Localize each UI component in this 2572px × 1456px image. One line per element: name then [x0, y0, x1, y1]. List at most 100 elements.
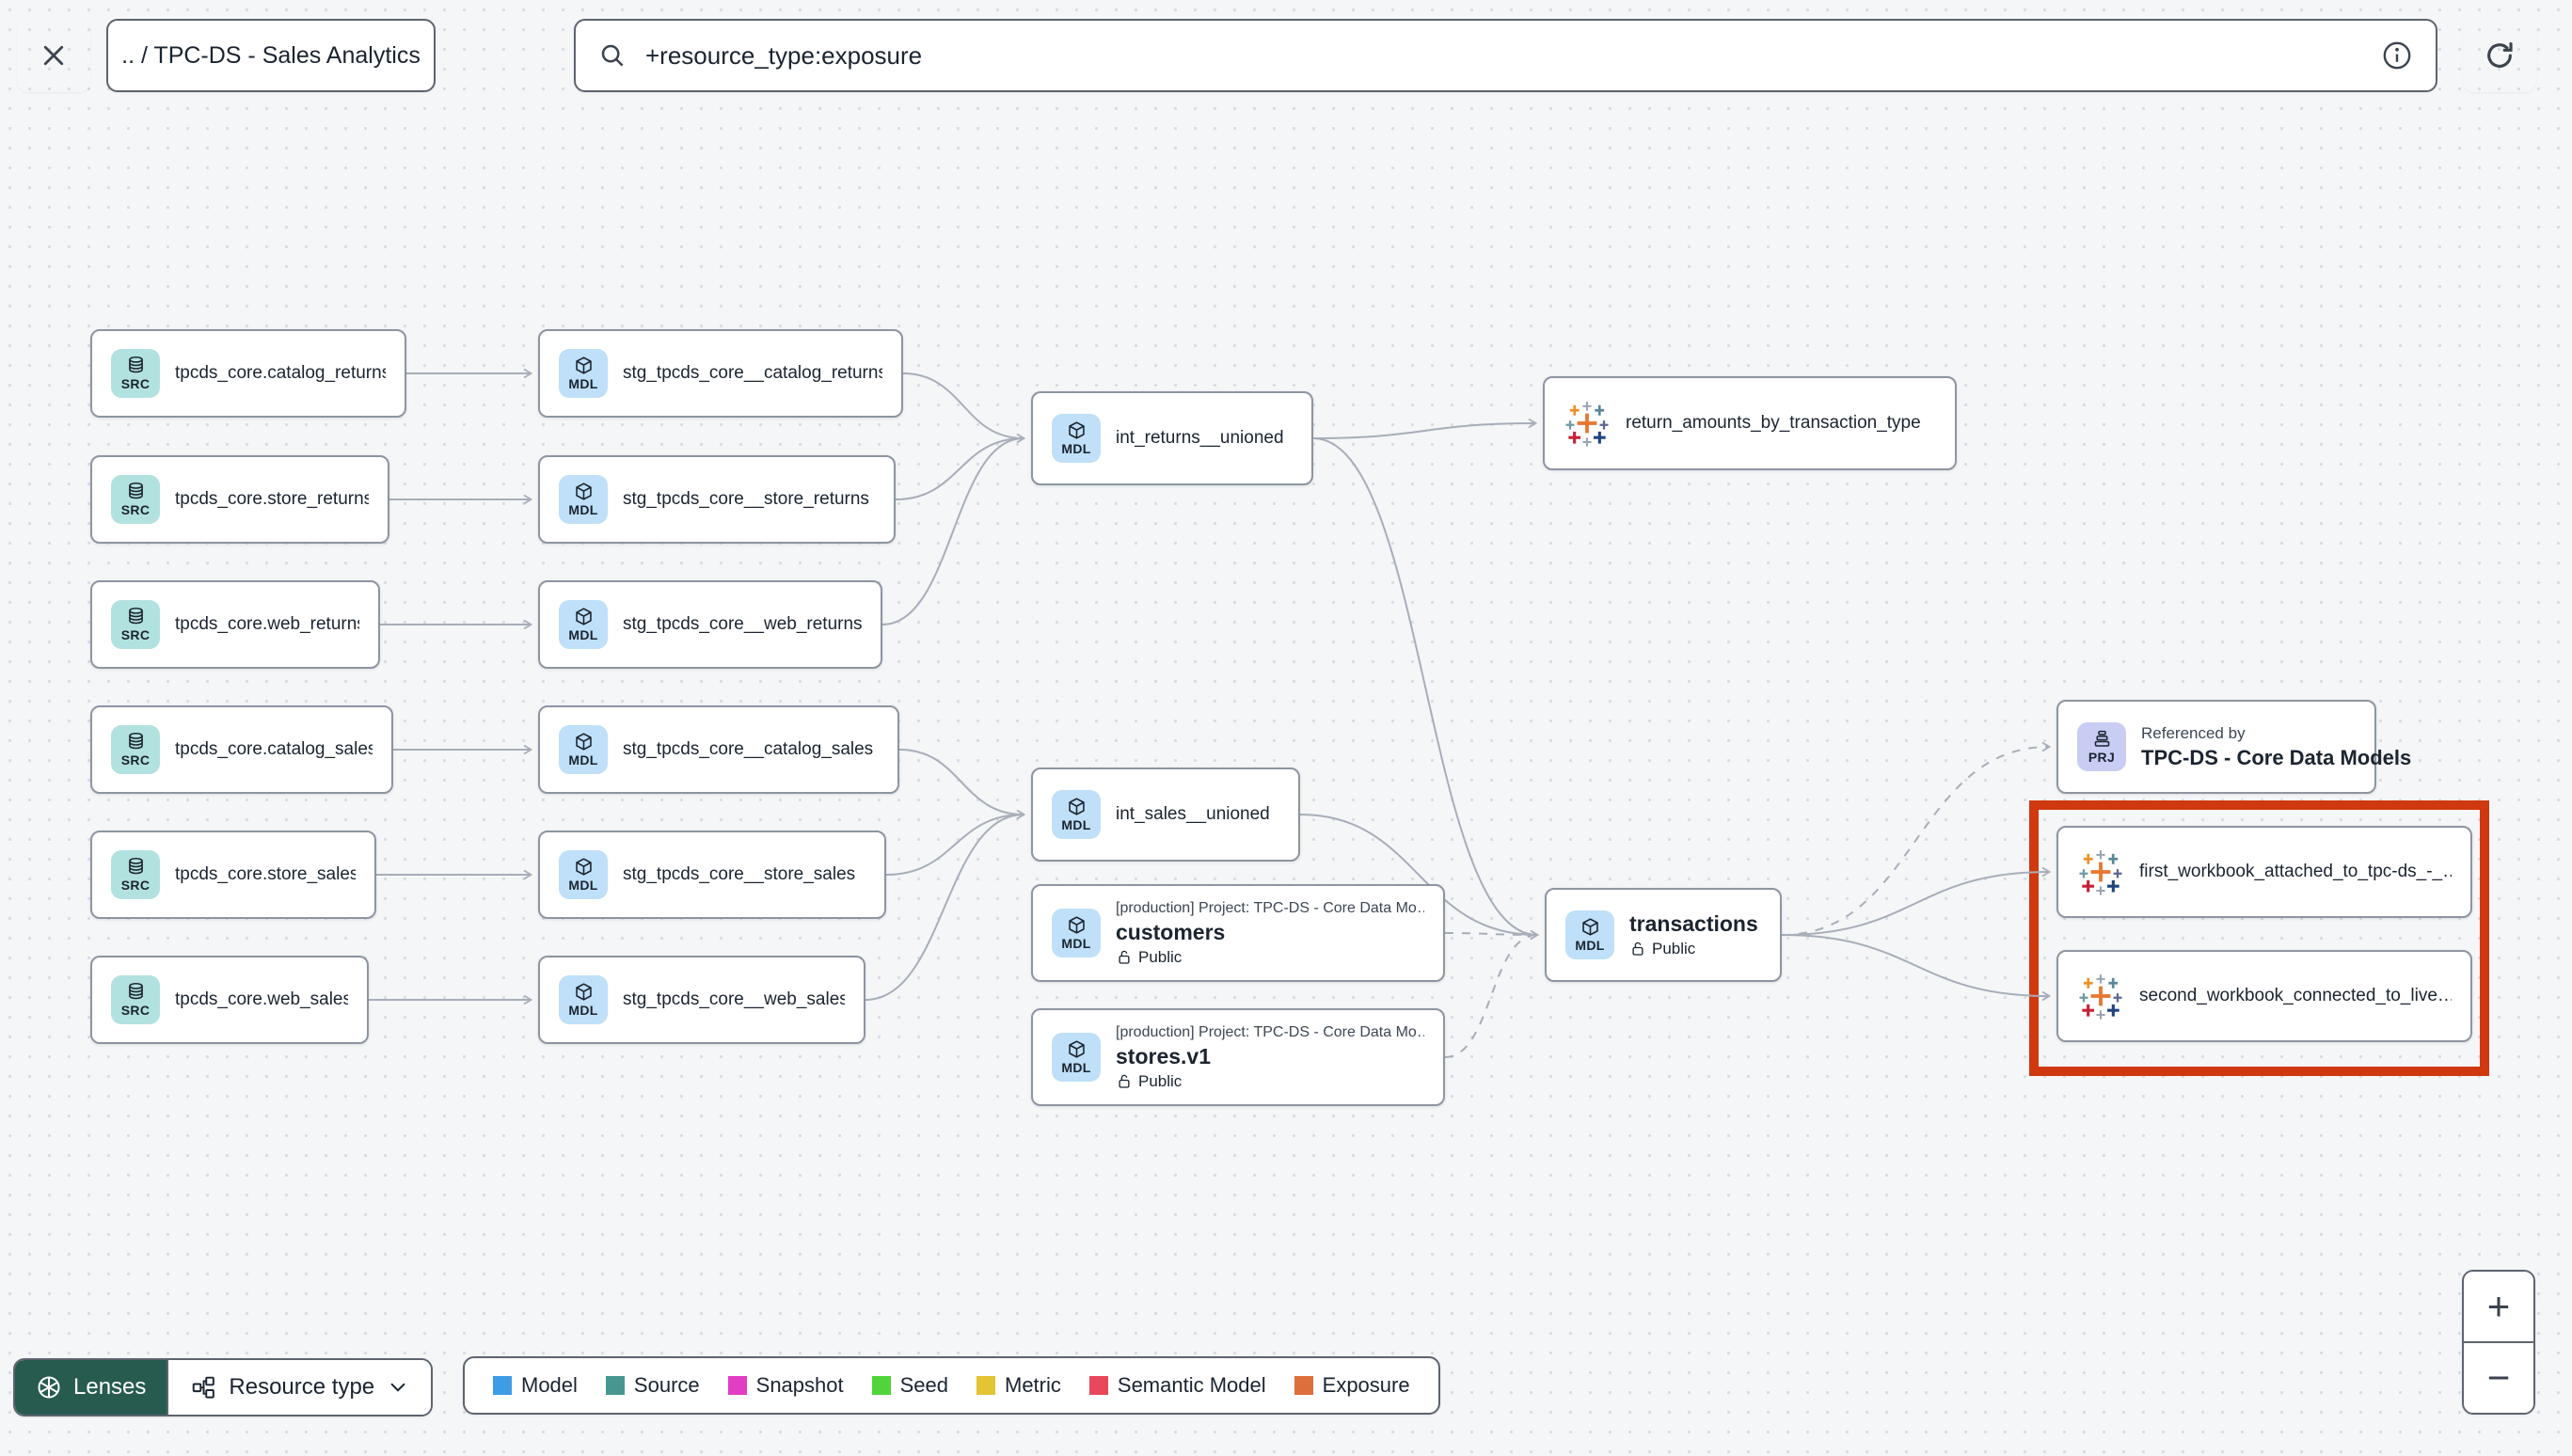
sitemap-icon [191, 1375, 215, 1400]
close-button[interactable] [17, 19, 90, 92]
node-referenced-by-project[interactable]: PRJ Referenced by TPC-DS - Core Data Mod… [2056, 700, 2412, 794]
node-int-returns-unioned[interactable]: MDL int_returns__unioned [1031, 391, 1313, 485]
node-label: stg_tpcds_core__catalog_returns [623, 363, 882, 383]
node-tpcds-core-store-sales[interactable]: SRC tpcds_core.store_sales [90, 831, 376, 919]
node-label: tpcds_core.store_sales [175, 864, 356, 884]
model-badge-icon: MDL [559, 975, 608, 1024]
legend-swatch-semantic-model [1088, 1376, 1108, 1395]
tableau-icon [2077, 973, 2124, 1020]
referenced-by-label: Referenced by [2141, 723, 2246, 742]
node-project-meta: [production] Project: TPC-DS - Core Data… [1116, 1023, 1424, 1040]
node-customers[interactable]: MDL [production] Project: TPC-DS - Core … [1031, 884, 1445, 982]
legend-item-source: Source [605, 1373, 700, 1398]
node-stores-v1[interactable]: MDL [production] Project: TPC-DS - Core … [1031, 1008, 1445, 1106]
source-badge-icon: SRC [111, 725, 160, 774]
breadcrumb[interactable]: .. / TPC-DS - Sales Analytics [106, 19, 436, 92]
node-label: stg_tpcds_core__store_sales [623, 864, 856, 884]
legend-swatch-snapshot [727, 1376, 747, 1395]
search-bar[interactable] [574, 19, 2437, 92]
resource-type-legend: Model Source Snapshot Seed Metric Semant… [463, 1356, 1440, 1415]
legend-swatch-exposure [1294, 1376, 1313, 1395]
access-row: Public [1116, 1072, 1424, 1091]
node-stg-store-returns[interactable]: MDL stg_tpcds_core__store_returns [538, 455, 896, 544]
model-badge-icon: MDL [559, 725, 608, 774]
model-badge-icon: MDL [1565, 910, 1614, 959]
node-tpcds-core-web-sales[interactable]: SRC tpcds_core.web_sales [90, 956, 369, 1044]
node-title: customers [1116, 919, 1226, 944]
node-transactions[interactable]: MDL transactions Public [1545, 888, 1782, 982]
zoom-controls: + − [2462, 1270, 2535, 1415]
node-label: int_returns__unioned [1116, 428, 1284, 448]
source-badge-icon: SRC [111, 349, 160, 398]
node-label: tpcds_core.web_sales [175, 989, 348, 1009]
model-badge-icon: MDL [1052, 909, 1101, 957]
node-second-workbook[interactable]: second_workbook_connected_to_live… [2056, 950, 2472, 1042]
legend-swatch-source [605, 1376, 625, 1395]
refresh-button[interactable] [2463, 19, 2536, 92]
legend-item-semantic-model: Semantic Model [1088, 1373, 1266, 1398]
node-tpcds-core-catalog-sales[interactable]: SRC tpcds_core.catalog_sales [90, 705, 393, 794]
node-first-workbook[interactable]: first_workbook_attached_to_tpc-ds_-_… [2056, 826, 2472, 918]
zoom-out-button[interactable]: − [2464, 1341, 2533, 1413]
node-label: tpcds_core.catalog_returns [175, 363, 386, 383]
node-label: first_workbook_attached_to_tpc-ds_-_… [2139, 862, 2452, 881]
node-label: tpcds_core.catalog_sales [175, 739, 373, 759]
model-badge-icon: MDL [1052, 414, 1101, 463]
info-icon[interactable] [2381, 40, 2413, 71]
legend-swatch-seed [871, 1376, 891, 1395]
model-badge-icon: MDL [559, 850, 608, 899]
legend-item-exposure: Exposure [1294, 1373, 1410, 1398]
node-int-sales-unioned[interactable]: MDL int_sales__unioned [1031, 768, 1300, 862]
node-return-amounts-by-transaction-type[interactable]: return_amounts_by_transaction_type [1543, 376, 1957, 470]
node-project-meta: [production] Project: TPC-DS - Core Data… [1116, 899, 1424, 916]
aperture-icon [36, 1374, 62, 1401]
legend-swatch-model [493, 1376, 512, 1395]
project-badge-icon: PRJ [2077, 722, 2126, 771]
model-badge-icon: MDL [559, 475, 608, 524]
search-icon [598, 41, 627, 70]
node-label: stg_tpcds_core__store_returns [623, 489, 869, 509]
node-tpcds-core-catalog-returns[interactable]: SRC tpcds_core.catalog_returns [90, 329, 406, 418]
node-label: tpcds_core.store_returns [175, 489, 369, 509]
node-title: stores.v1 [1116, 1043, 1212, 1068]
node-stg-catalog-returns[interactable]: MDL stg_tpcds_core__catalog_returns [538, 329, 903, 418]
access-row: Public [1629, 940, 1758, 958]
zoom-in-button[interactable]: + [2464, 1272, 2533, 1341]
node-label: stg_tpcds_core__web_returns [623, 614, 862, 634]
search-input[interactable] [643, 40, 2381, 71]
node-label: second_workbook_connected_to_live… [2139, 986, 2452, 1005]
breadcrumb-label: .. / TPC-DS - Sales Analytics [121, 41, 421, 69]
model-badge-icon: MDL [1052, 790, 1101, 839]
source-badge-icon: SRC [111, 975, 160, 1024]
node-tpcds-core-store-returns[interactable]: SRC tpcds_core.store_returns [90, 455, 389, 544]
lens-controls: Lenses Resource type [13, 1358, 434, 1416]
lenses-button[interactable]: Lenses [15, 1360, 169, 1415]
legend-item-seed: Seed [871, 1373, 948, 1398]
source-badge-icon: SRC [111, 600, 160, 649]
node-tpcds-core-web-returns[interactable]: SRC tpcds_core.web_returns [90, 580, 380, 669]
tableau-icon [2077, 848, 2124, 895]
model-badge-icon: MDL [559, 349, 608, 398]
source-badge-icon: SRC [111, 850, 160, 899]
node-stg-catalog-sales[interactable]: MDL stg_tpcds_core__catalog_sales [538, 705, 899, 794]
unlock-icon [1116, 949, 1133, 966]
unlock-icon [1116, 1073, 1133, 1090]
resource-type-dropdown[interactable]: Resource type [168, 1360, 432, 1415]
legend-swatch-metric [976, 1376, 995, 1395]
node-label: tpcds_core.web_returns [175, 614, 359, 634]
node-label: int_sales__unioned [1116, 804, 1270, 824]
node-stg-web-returns[interactable]: MDL stg_tpcds_core__web_returns [538, 580, 882, 669]
access-row: Public [1116, 948, 1424, 967]
node-stg-store-sales[interactable]: MDL stg_tpcds_core__store_sales [538, 831, 886, 919]
legend-item-snapshot: Snapshot [727, 1373, 844, 1398]
tableau-icon [1564, 400, 1611, 447]
model-badge-icon: MDL [1052, 1033, 1101, 1082]
node-title: transactions [1629, 911, 1758, 936]
node-label: return_amounts_by_transaction_type [1626, 413, 1921, 433]
legend-item-model: Model [493, 1373, 578, 1398]
node-stg-web-sales[interactable]: MDL stg_tpcds_core__web_sales [538, 956, 865, 1044]
unlock-icon [1629, 941, 1646, 957]
node-title: TPC-DS - Core Data Models [2141, 745, 2412, 769]
node-label: stg_tpcds_core__catalog_sales [623, 739, 874, 759]
model-badge-icon: MDL [559, 600, 608, 649]
